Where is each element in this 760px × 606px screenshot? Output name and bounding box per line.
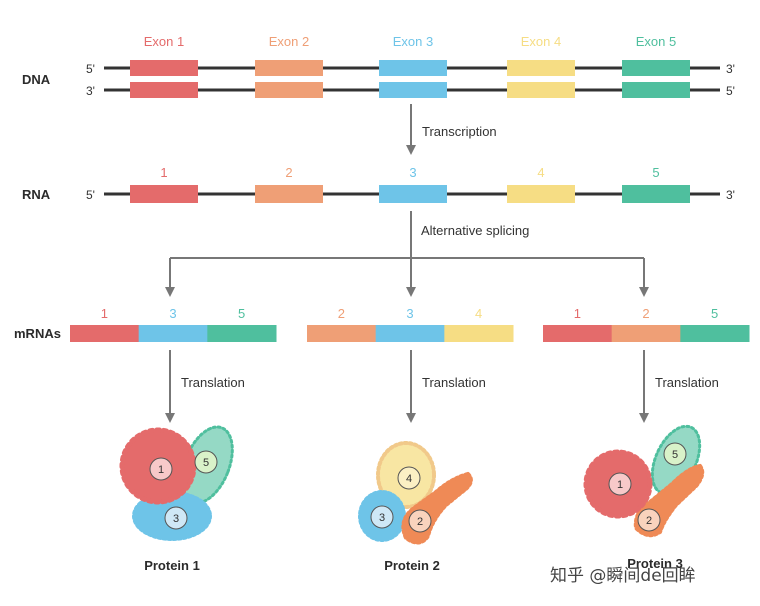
mrna-variant-1: 1 3 5 <box>70 306 277 342</box>
dna-exon-3-top <box>379 60 447 76</box>
rna-right-end: 3' <box>726 188 735 202</box>
mrna-2-segment-1-label: 2 <box>338 306 345 321</box>
dna-exon-4-bottom <box>507 82 575 98</box>
mrna-2-segment-2-label: 3 <box>406 306 413 321</box>
dna-exon-5-label: Exon 5 <box>636 34 676 49</box>
translation-label-2: Translation <box>422 375 486 390</box>
rna-exon-1-label: 1 <box>160 165 167 180</box>
transcription-label: Transcription <box>422 124 497 139</box>
dna-exon-1-label: Exon 1 <box>144 34 184 49</box>
dna-section: DNA 5' 3' 3' 5' Exon 1 Exon 2 Exon 3 Exon 4… <box>22 34 735 98</box>
splicing-arrows <box>165 211 649 297</box>
mrna-1-segment-3 <box>207 325 277 342</box>
dna-exon-5-bottom <box>622 82 690 98</box>
dna-exon-2-label: Exon 2 <box>269 34 309 49</box>
protein-2-domain-label-2: 3 <box>379 512 385 524</box>
mrna-2-segment-1 <box>307 325 377 342</box>
rna-exon-1 <box>130 185 198 203</box>
protein-1-domain-badge-1 <box>149 457 173 481</box>
mrna-1-segment-3-label: 5 <box>238 306 245 321</box>
dna-exon-2-bottom <box>255 82 323 98</box>
dna-exon-3-label: Exon 3 <box>393 34 433 49</box>
translation-label-3: Translation <box>655 375 719 390</box>
mrna-1-segment-2-label: 3 <box>169 306 176 321</box>
mrna-2-segment-3-label: 4 <box>475 306 482 321</box>
rna-exon-4 <box>507 185 575 203</box>
protein-3-domain-label-1: 5 <box>672 449 678 461</box>
protein-2-domain-label-1: 4 <box>406 473 412 485</box>
protein-1-domain-label-1: 1 <box>158 464 164 476</box>
dna-exon-4-label: Exon 4 <box>521 34 561 49</box>
protein-3-domain-label-3: 2 <box>646 515 652 527</box>
protein-1-label: Protein 1 <box>144 558 200 573</box>
rna-exon-5 <box>622 185 690 203</box>
mrna-variant-2: 2 3 4 <box>307 306 514 342</box>
mrna-3-segment-3 <box>680 325 750 342</box>
dna-exon-4-top <box>507 60 575 76</box>
protein-1-domain-label-2: 5 <box>203 457 209 469</box>
translation-arrows <box>165 350 649 423</box>
protein-3-domain-badge-2 <box>608 472 632 496</box>
protein-2-domain-badge-3 <box>408 509 432 533</box>
protein-3-label: Protein 3 <box>627 556 683 571</box>
protein-3-domain-badge-3 <box>637 508 661 532</box>
dna-top-right-end: 3' <box>726 62 735 76</box>
protein-3: 5 1 2 Protein 3 <box>583 424 705 571</box>
mrnas-row-label: mRNAs <box>14 326 61 341</box>
protein-2-domain-badge-2 <box>370 505 394 529</box>
mrna-variant-3: 1 2 5 <box>543 306 750 342</box>
protein-2: 4 3 2 Protein 2 <box>358 441 473 573</box>
mrna-3-segment-2-label: 2 <box>642 306 649 321</box>
rna-exon-2-label: 2 <box>285 165 292 180</box>
rna-section: RNA 5' 3' 1 2 3 4 5 <box>22 165 735 203</box>
mrna-3-segment-1 <box>543 325 613 342</box>
dna-bottom-right-end: 5' <box>726 84 735 98</box>
dna-exon-2-top <box>255 60 323 76</box>
rna-exon-3 <box>379 185 447 203</box>
protein-1-domain-label-3: 3 <box>173 513 179 525</box>
rna-exon-2 <box>255 185 323 203</box>
mrna-1-segment-2 <box>138 325 208 342</box>
rna-left-end: 5' <box>86 188 95 202</box>
protein-3-domain-badge-1 <box>663 442 687 466</box>
mrna-2-segment-2 <box>375 325 445 342</box>
dna-row-label: DNA <box>22 72 51 87</box>
protein-2-label: Protein 2 <box>384 558 440 573</box>
dna-exon-1-top <box>130 60 198 76</box>
protein-2-domain-badge-1 <box>397 466 421 490</box>
dna-top-left-end: 5' <box>86 62 95 76</box>
translation-label-1: Translation <box>181 375 245 390</box>
protein-1-domain-badge-2 <box>194 450 218 474</box>
splicing-label: Alternative splicing <box>421 223 529 238</box>
rna-exon-4-label: 4 <box>537 165 544 180</box>
dna-bottom-left-end: 3' <box>86 84 95 98</box>
protein-1-domain-badge-3 <box>164 506 188 530</box>
mrna-3-segment-3-label: 5 <box>711 306 718 321</box>
mrna-3-segment-1-label: 1 <box>574 306 581 321</box>
rna-exon-3-label: 3 <box>409 165 416 180</box>
mrna-1-segment-1 <box>70 325 140 342</box>
mrnas-section: 1 3 5 2 3 4 1 2 5 <box>70 306 750 342</box>
protein-3-domain-label-2: 1 <box>617 479 623 491</box>
protein-2-domain-label-3: 2 <box>417 516 423 528</box>
protein-1: 1 5 3 Protein 1 <box>119 425 234 573</box>
rna-exon-5-label: 5 <box>652 165 659 180</box>
dna-exon-1-bottom <box>130 82 198 98</box>
mrna-1-segment-1-label: 1 <box>101 306 108 321</box>
dna-exon-3-bottom <box>379 82 447 98</box>
dna-exon-5-top <box>622 60 690 76</box>
watermark-text: 知乎 @瞬间de回眸 <box>550 566 696 586</box>
rna-row-label: RNA <box>22 187 51 202</box>
mrna-2-segment-3 <box>444 325 514 342</box>
mrna-3-segment-2 <box>611 325 681 342</box>
